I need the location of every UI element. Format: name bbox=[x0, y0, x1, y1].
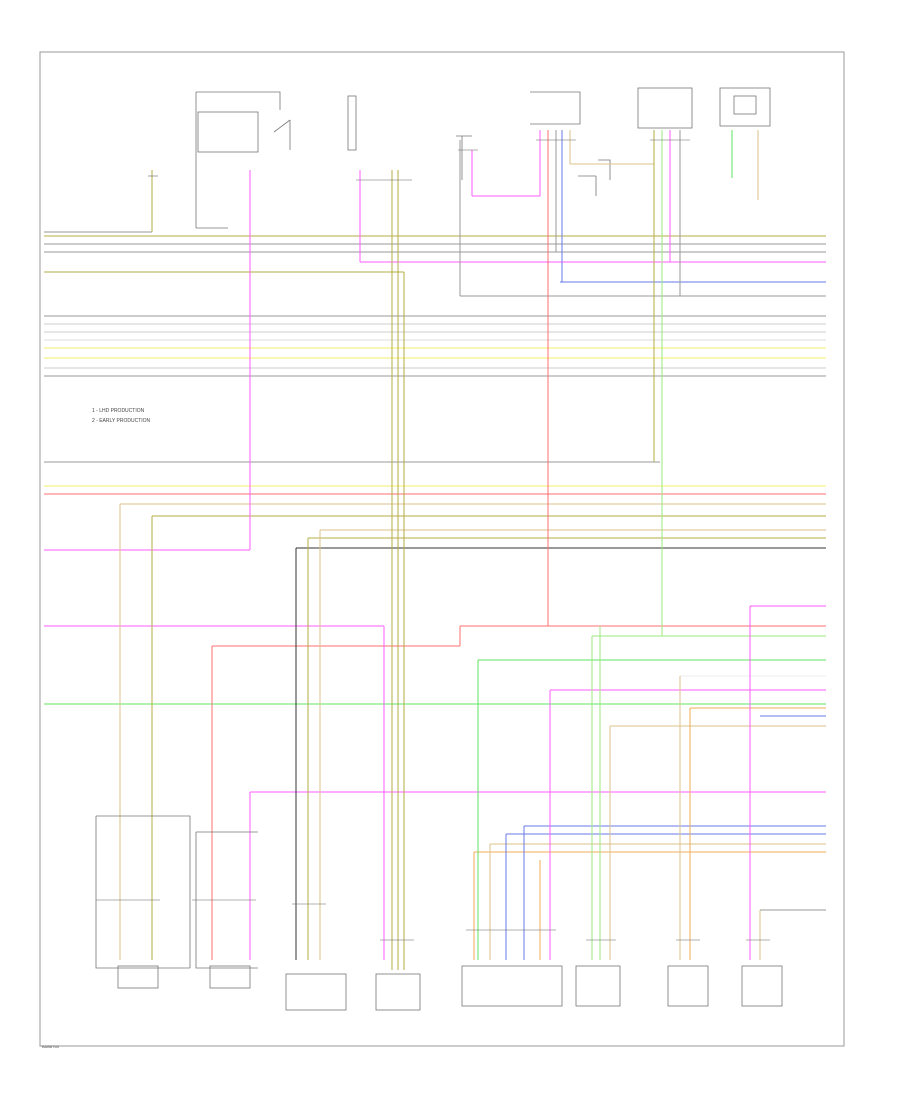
page-id: BAB8765 bbox=[42, 1044, 59, 1049]
bottom-unit-5-body bbox=[461, 965, 563, 1007]
bottom-unit-7-body bbox=[667, 965, 709, 1007]
bottom-unit-2-outline bbox=[195, 831, 258, 969]
legend-item-1: 1 - LHD PRODUCTION bbox=[92, 408, 145, 414]
module-c-outline bbox=[719, 87, 771, 127]
module-c-inner bbox=[733, 95, 757, 115]
bottom-unit-1-body bbox=[117, 965, 159, 989]
relay-coil-line bbox=[578, 175, 597, 196]
connector-marks bbox=[96, 139, 770, 941]
relay-contact-line bbox=[598, 159, 611, 180]
bottom-unit-3-body bbox=[285, 973, 347, 1011]
bottom-unit-4-body bbox=[375, 973, 421, 1011]
top-components bbox=[195, 87, 771, 229]
relay-box bbox=[197, 111, 259, 153]
fuse-block-outline bbox=[195, 92, 228, 229]
legend-item-2: 2 - EARLY PRODUCTION bbox=[92, 418, 151, 424]
bottom-components bbox=[95, 815, 783, 1011]
bottom-unit-1-outline bbox=[95, 815, 191, 969]
diode-bracket bbox=[456, 135, 472, 180]
bus-lines bbox=[44, 231, 826, 853]
diagram-frame bbox=[39, 51, 845, 1047]
vertical-wires bbox=[119, 130, 826, 970]
bottom-unit-2-body bbox=[209, 965, 251, 989]
module-a-outline bbox=[530, 91, 581, 125]
switch-contact bbox=[273, 119, 291, 150]
center-fuse bbox=[347, 95, 357, 151]
module-b-outline bbox=[637, 87, 693, 129]
bottom-unit-8-body bbox=[741, 965, 783, 1007]
bottom-unit-6-body bbox=[575, 965, 621, 1007]
relay-feed-line bbox=[196, 91, 281, 110]
